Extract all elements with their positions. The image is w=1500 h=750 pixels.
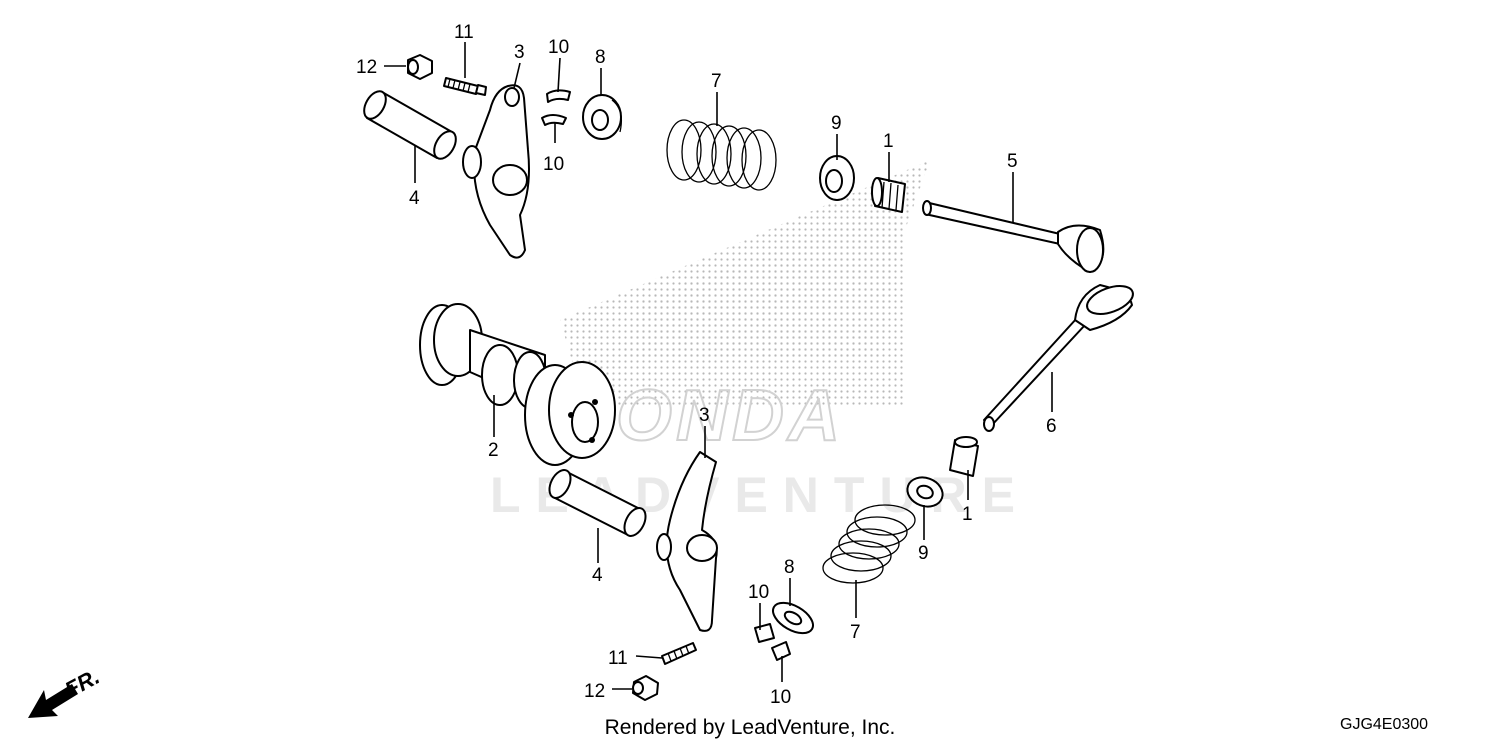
rocker-arm-3-lower <box>656 451 718 632</box>
callout-6: 6 <box>1046 416 1057 437</box>
adjuster-screw-11-lower <box>661 642 697 665</box>
callout-4-upper: 4 <box>409 188 420 209</box>
stem-seal-1-lower <box>949 436 979 477</box>
stem-seal-1-upper <box>871 177 906 213</box>
callout-3-upper: 3 <box>514 42 525 63</box>
adjuster-screw-11-upper <box>443 77 487 96</box>
rocker-shaft-4-lower <box>548 469 647 537</box>
callout-1-lower: 1 <box>962 504 973 525</box>
honda-wing-watermark: HONDA <box>559 160 930 457</box>
callout-10-lower-a: 10 <box>748 582 769 603</box>
spring-retainer-8-upper <box>582 94 623 140</box>
nut-12-upper <box>407 54 433 80</box>
callout-10-lower-b: 10 <box>770 687 791 708</box>
valve-spring-7-lower <box>822 504 916 584</box>
camshaft-2 <box>419 303 616 466</box>
callout-8-upper: 8 <box>595 47 606 68</box>
rocker-shaft-4-upper <box>363 90 457 160</box>
callout-10-upper-b: 10 <box>543 154 564 175</box>
nut-12-lower <box>632 675 659 701</box>
diagram-code: GJG4E0300 <box>1340 716 1429 733</box>
footer-credit: Rendered by LeadVenture, Inc. <box>604 716 896 739</box>
callout-10-upper-a: 10 <box>548 37 569 58</box>
callout-4-lower: 4 <box>592 565 603 586</box>
callout-12-upper: 12 <box>356 57 377 78</box>
callout-7-upper: 7 <box>711 71 722 92</box>
leader-lines <box>384 42 1053 690</box>
callout-8-lower: 8 <box>784 557 795 578</box>
valve-cotter-10-upper <box>541 89 571 126</box>
callout-2: 2 <box>488 440 499 461</box>
valve-5 <box>922 200 1105 273</box>
callout-11-upper: 11 <box>454 22 474 43</box>
callout-9-upper: 9 <box>831 113 842 134</box>
callout-7-lower: 7 <box>850 622 861 643</box>
callout-9-lower: 9 <box>918 543 929 564</box>
callout-5: 5 <box>1007 151 1018 172</box>
rocker-arm-3-upper <box>462 84 530 259</box>
valve-spring-7-upper <box>666 119 777 191</box>
spring-seat-9-upper <box>819 155 855 201</box>
front-direction-arrow: FR. <box>28 664 104 718</box>
callout-labels: 12 11 3 10 8 10 4 7 9 1 5 2 6 3 1 9 4 8 … <box>356 22 1057 708</box>
spring-retainer-8-lower <box>772 601 814 635</box>
callout-1-upper: 1 <box>883 131 894 152</box>
spring-seat-9-lower <box>906 476 944 508</box>
valve-6 <box>983 284 1134 432</box>
callout-11-lower: 11 <box>608 648 628 669</box>
callout-3-lower: 3 <box>699 405 710 426</box>
callout-12-lower: 12 <box>584 681 605 702</box>
